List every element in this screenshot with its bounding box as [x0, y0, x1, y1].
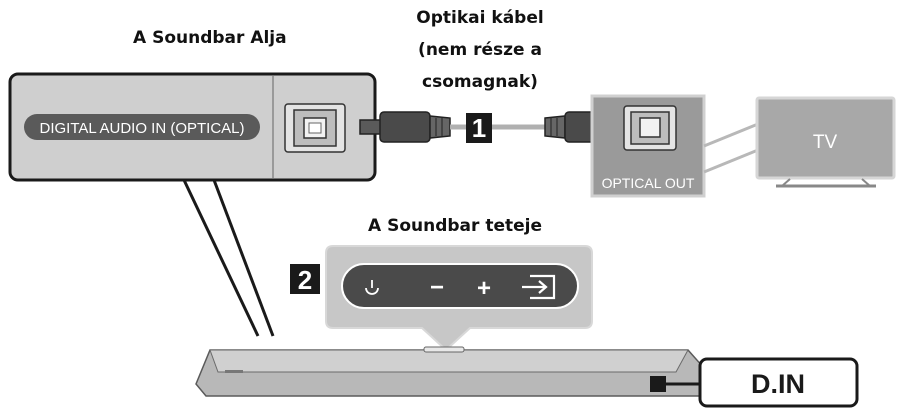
tv-callout-line-bottom	[703, 148, 759, 174]
display-readout: D.IN	[698, 357, 859, 408]
zoom-line-right	[212, 179, 275, 337]
volume-up-icon[interactable]: +	[477, 275, 491, 302]
optical-cable-label: Optikai kábel (nem része a csomagnak)	[380, 2, 580, 98]
zoom-line-left	[182, 179, 260, 337]
optical-port-in-icon	[284, 103, 346, 153]
soundbar-bottom-label: A Soundbar Alja	[133, 28, 287, 48]
step-2-badge: 2	[290, 264, 320, 295]
tv-label: TV	[813, 132, 838, 153]
cable-label-line2: (nem része a	[418, 40, 542, 60]
display-indicator	[650, 376, 666, 392]
tv-icon: TV	[755, 96, 896, 188]
optical-port-out-icon	[623, 105, 677, 151]
soundbar	[195, 346, 705, 397]
tv-optical-out-panel: OPTICAL OUT	[590, 94, 706, 198]
tv-callout-line-top	[703, 122, 759, 148]
cable-label-line3: csomagnak)	[422, 72, 538, 92]
svg-text:2: 2	[298, 265, 312, 295]
control-strip	[341, 263, 579, 309]
soundbar-bottom-panel: DIGITAL AUDIO IN (OPTICAL)	[8, 72, 377, 182]
source-icon[interactable]	[522, 274, 556, 300]
svg-text:1: 1	[472, 113, 486, 143]
soundbar-top-label: A Soundbar teteje	[368, 216, 542, 236]
cable-connector-left	[359, 111, 451, 143]
step-1-badge: 1	[466, 113, 492, 143]
soundbar-top-panel: − +	[325, 245, 593, 352]
digital-audio-in-badge	[24, 114, 260, 140]
display-text: D.IN	[751, 369, 805, 399]
digital-audio-in-label: DIGITAL AUDIO IN (OPTICAL)	[39, 120, 244, 137]
optical-out-label: OPTICAL OUT	[602, 175, 695, 191]
cable-label-line1: Optikai kábel	[416, 8, 544, 28]
power-icon[interactable]	[365, 280, 379, 295]
volume-down-icon[interactable]: −	[430, 274, 444, 301]
